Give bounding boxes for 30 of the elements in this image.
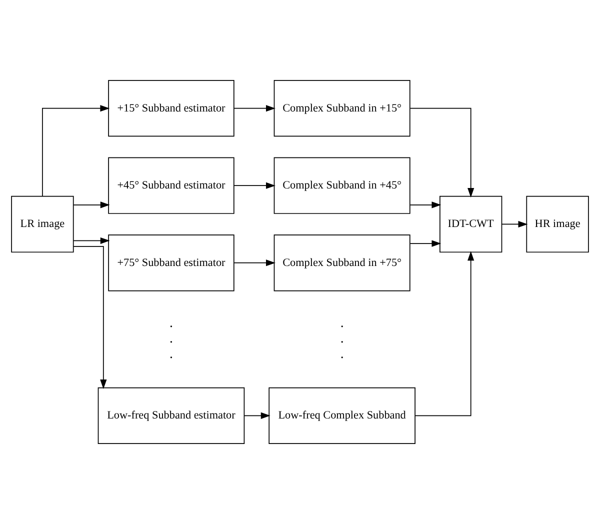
arrow bbox=[501, 220, 528, 228]
label: . bbox=[340, 330, 344, 346]
node-box: Complex Subband in +45° bbox=[274, 157, 410, 214]
arrow bbox=[73, 202, 110, 208]
node-box: Low-freq Subband estimator bbox=[98, 387, 245, 444]
label: . bbox=[340, 315, 344, 330]
node-box: HR image bbox=[526, 196, 589, 253]
arrow bbox=[234, 182, 276, 189]
arrow bbox=[73, 237, 110, 244]
arrow bbox=[414, 251, 474, 416]
label: . bbox=[340, 346, 344, 361]
arrow bbox=[244, 412, 270, 419]
arrow bbox=[234, 105, 276, 112]
arrow bbox=[42, 105, 110, 197]
label: . bbox=[170, 346, 173, 361]
arrow bbox=[410, 108, 474, 198]
label: . bbox=[170, 330, 173, 346]
arrow bbox=[234, 260, 276, 266]
node-box: Low-freq Complex Subband bbox=[268, 387, 416, 444]
node-box: Complex Subband in +75° bbox=[274, 234, 410, 292]
node-box: LR image bbox=[11, 196, 74, 253]
arrow bbox=[410, 202, 442, 208]
node-box: +15° Subband estimator bbox=[108, 80, 234, 137]
arrow bbox=[73, 246, 107, 390]
arrow bbox=[410, 240, 442, 247]
label: . bbox=[170, 315, 173, 330]
node-box: +45° Subband estimator bbox=[108, 157, 234, 214]
node-box: Complex Subband in +15° bbox=[274, 80, 410, 137]
node-box: +75° Subband estimator bbox=[108, 234, 234, 292]
node-box: IDT-CWT bbox=[440, 196, 502, 253]
